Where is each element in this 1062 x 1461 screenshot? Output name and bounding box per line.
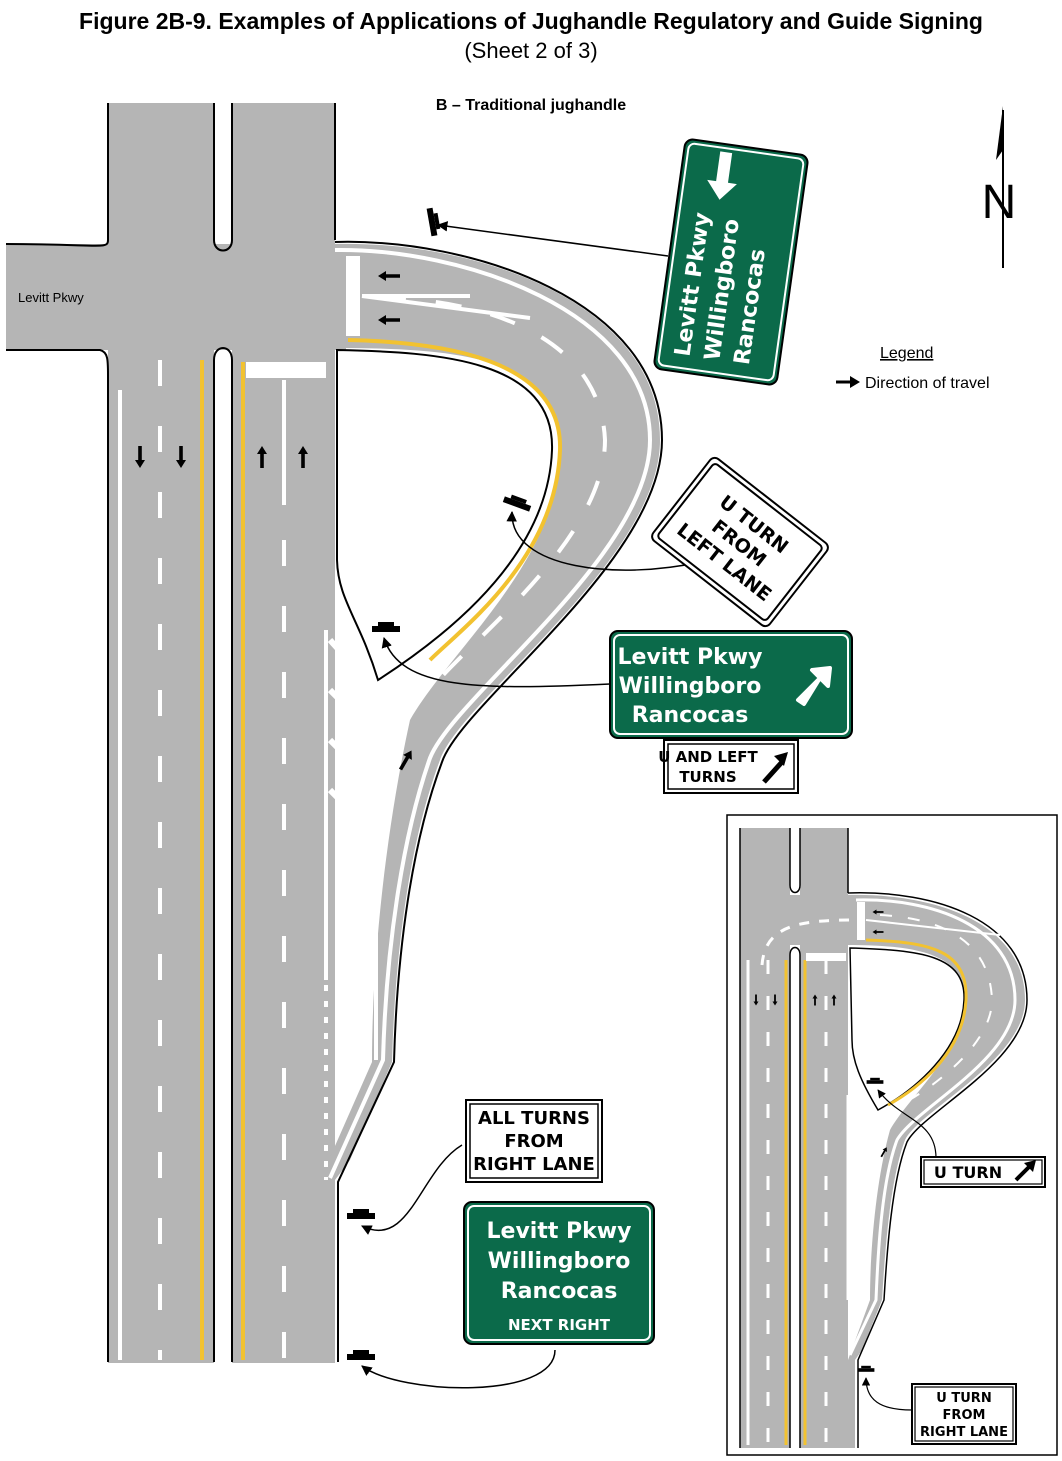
figure-title: Figure 2B-9. Examples of Applications of…: [79, 8, 983, 34]
svg-text:U TURN: U TURN: [936, 1391, 991, 1406]
svg-text:FROM: FROM: [504, 1131, 563, 1152]
arrow-icon: [796, 666, 832, 706]
svg-text:FROM: FROM: [943, 1408, 986, 1423]
arrow-icon: [774, 752, 788, 766]
svg-text:Rancocas: Rancocas: [632, 703, 749, 728]
u-turn-left-lane-sign: U TURN FROM LEFT LANE: [651, 456, 829, 628]
panel-title: B – Traditional jughandle: [436, 97, 626, 114]
figure-sheet: (Sheet 2 of 3): [464, 38, 598, 63]
sign-leaders: [347, 206, 701, 1389]
main-roadway: [5, 103, 664, 1363]
legend-title: Legend: [880, 345, 933, 362]
svg-text:RIGHT LANE: RIGHT LANE: [920, 1425, 1008, 1440]
svg-text:TURNS: TURNS: [679, 768, 736, 786]
svg-text:Rancocas: Rancocas: [501, 1279, 618, 1304]
north-arrow: N: [982, 106, 1017, 268]
svg-text:Willingboro: Willingboro: [619, 674, 762, 699]
svg-text:NEXT RIGHT: NEXT RIGHT: [508, 1316, 611, 1334]
inset-u-turn-sign: U TURN: [920, 1156, 1046, 1188]
guide-sign-top: Levitt Pkwy Willingboro Rancocas: [653, 138, 809, 386]
inset-diagram: [726, 814, 1058, 1456]
road-label: Levitt Pkwy: [18, 290, 84, 305]
all-turns-right-lane-sign: ALL TURNS FROM RIGHT LANE: [465, 1099, 603, 1183]
north-label: N: [982, 176, 1017, 229]
arrow-icon: [707, 151, 737, 200]
legend: Legend Direction of travel: [836, 345, 990, 392]
inset-u-turn-right-lane-sign: U TURN FROM RIGHT LANE: [911, 1383, 1017, 1445]
u-and-left-turns-sign: U AND LEFT TURNS: [658, 739, 799, 794]
svg-text:Levitt Pkwy: Levitt Pkwy: [487, 1219, 632, 1244]
guide-sign-next-right: Levitt Pkwy Willingboro Rancocas NEXT RI…: [463, 1201, 655, 1345]
svg-text:Levitt Pkwy: Levitt Pkwy: [618, 645, 763, 670]
svg-text:U AND LEFT: U AND LEFT: [658, 748, 758, 766]
svg-text:U TURN: U TURN: [934, 1163, 1002, 1182]
guide-sign-mid: Levitt Pkwy Willingboro Rancocas: [609, 630, 853, 739]
legend-item: Direction of travel: [865, 375, 990, 392]
svg-text:Willingboro: Willingboro: [488, 1249, 631, 1274]
svg-text:ALL TURNS: ALL TURNS: [478, 1108, 590, 1129]
arrow-icon: [1024, 1160, 1036, 1172]
svg-text:RIGHT LANE: RIGHT LANE: [473, 1154, 595, 1175]
